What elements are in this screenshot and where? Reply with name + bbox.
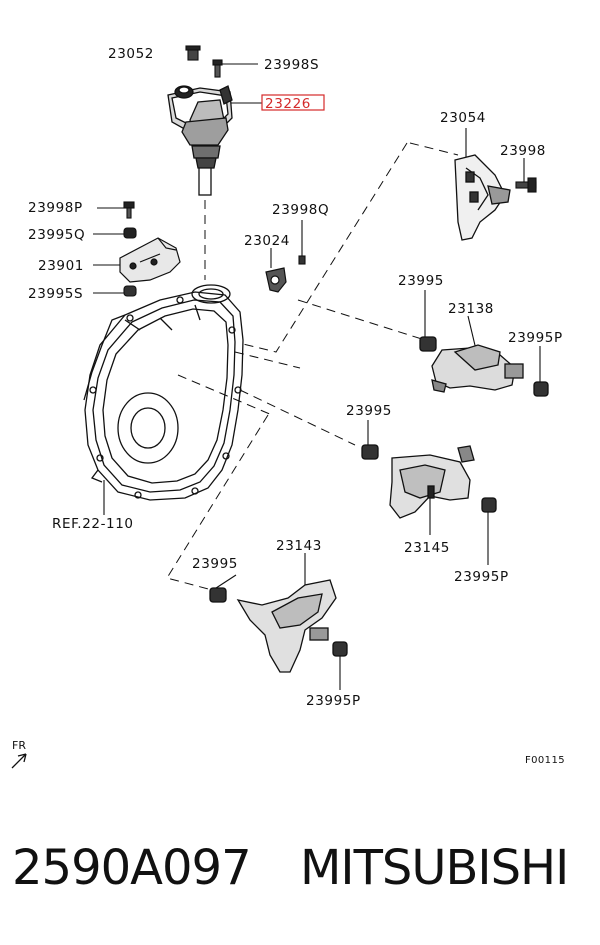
transmission-case	[83, 284, 244, 501]
screw-23998Q	[298, 255, 306, 265]
label-23226[interactable]: 23226	[265, 96, 311, 112]
caption-brand: MITSUBISHI	[300, 840, 569, 896]
bolt-23998S	[212, 59, 223, 78]
label-23995P-b[interactable]: 23995P	[454, 569, 509, 585]
label-23143[interactable]: 23143	[276, 538, 322, 554]
mount-23145	[361, 444, 497, 519]
label-23024[interactable]: 23024	[244, 233, 290, 249]
label-23145[interactable]: 23145	[404, 540, 450, 556]
label-23138[interactable]: 23138	[448, 301, 494, 317]
label-23995S[interactable]: 23995S	[28, 286, 83, 302]
label-23995P-a[interactable]: 23995P	[508, 330, 563, 346]
label-23995-c[interactable]: 23995	[192, 556, 238, 572]
front-marker: FR	[11, 739, 27, 769]
bolt-23998	[515, 177, 537, 193]
clip-23024	[265, 267, 287, 293]
label-23052[interactable]: 23052	[108, 46, 154, 62]
label-23998[interactable]: 23998	[500, 143, 546, 159]
nut-23995Q	[123, 227, 137, 239]
label-23998Q[interactable]: 23998Q	[272, 202, 329, 218]
caption-part-number: 2590A097	[12, 840, 252, 896]
front-marker-label: FR	[12, 739, 26, 752]
label-23998P[interactable]: 23998P	[28, 200, 83, 216]
bolt-23052	[185, 45, 201, 61]
label-23054[interactable]: 23054	[440, 110, 486, 126]
label-23998S[interactable]: 23998S	[264, 57, 319, 73]
figure-code: F00115	[525, 755, 565, 766]
label-ref-22-110: REF.22-110	[52, 516, 134, 532]
bracket-23054	[454, 154, 511, 241]
mount-23143	[209, 579, 348, 673]
label-23995-b[interactable]: 23995	[346, 403, 392, 419]
bracket-23901	[119, 237, 181, 283]
label-23995Q[interactable]: 23995Q	[28, 227, 85, 243]
part-labels: 23052 23998S 23226 23054 23998 23998P 23…	[28, 46, 563, 709]
label-23995P-c[interactable]: 23995P	[306, 693, 361, 709]
bolt-23998P	[123, 201, 135, 219]
label-23995-a[interactable]: 23995	[398, 273, 444, 289]
shift-lever-assembly	[167, 85, 233, 196]
nut-23995S	[123, 285, 137, 297]
highlight-box	[261, 94, 325, 111]
front-arrow-icon	[11, 753, 27, 769]
label-23901[interactable]: 23901	[38, 258, 84, 274]
mount-23138	[419, 336, 549, 397]
